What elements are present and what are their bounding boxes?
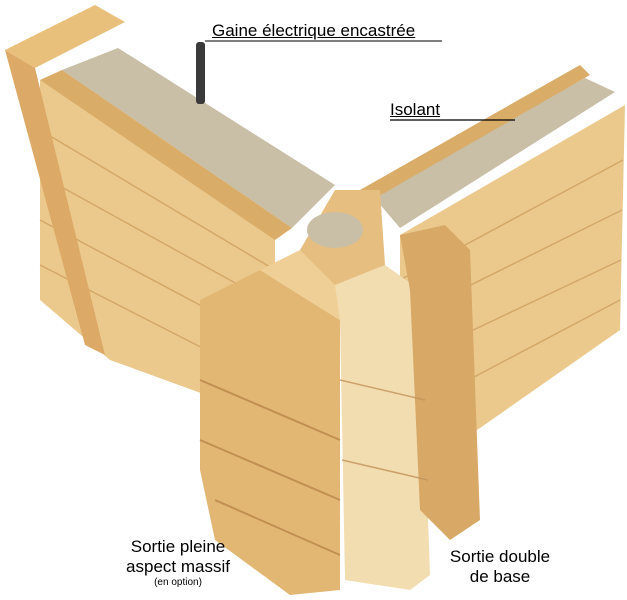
insulation-label: Isolant: [390, 100, 441, 119]
solid-exit-stack: [199, 250, 341, 595]
solid-exit-line1: Sortie pleine: [130, 537, 226, 556]
left-wall-insulation: [62, 48, 335, 228]
insulation-corner: [307, 212, 363, 248]
solid-exit-note: (en option): [154, 577, 202, 588]
double-exit-line1: Sortie double: [449, 547, 551, 566]
electrical-conduit: [196, 42, 205, 104]
solid-exit-label: Sortie pleine aspect massif (en option): [118, 537, 238, 589]
double-exit-label: Sortie double de base: [440, 547, 560, 587]
left-post-front: [5, 50, 105, 355]
conduit-label: Gaine électrique encastrée: [212, 21, 416, 40]
left-post: [5, 5, 125, 68]
solid-exit-line2: aspect massif: [126, 557, 230, 576]
left-wall-top-rail: [40, 70, 292, 240]
right-wall-top-rail: [360, 65, 590, 200]
right-wall-insulation: [372, 78, 615, 228]
double-exit-line2: de base: [469, 567, 531, 586]
